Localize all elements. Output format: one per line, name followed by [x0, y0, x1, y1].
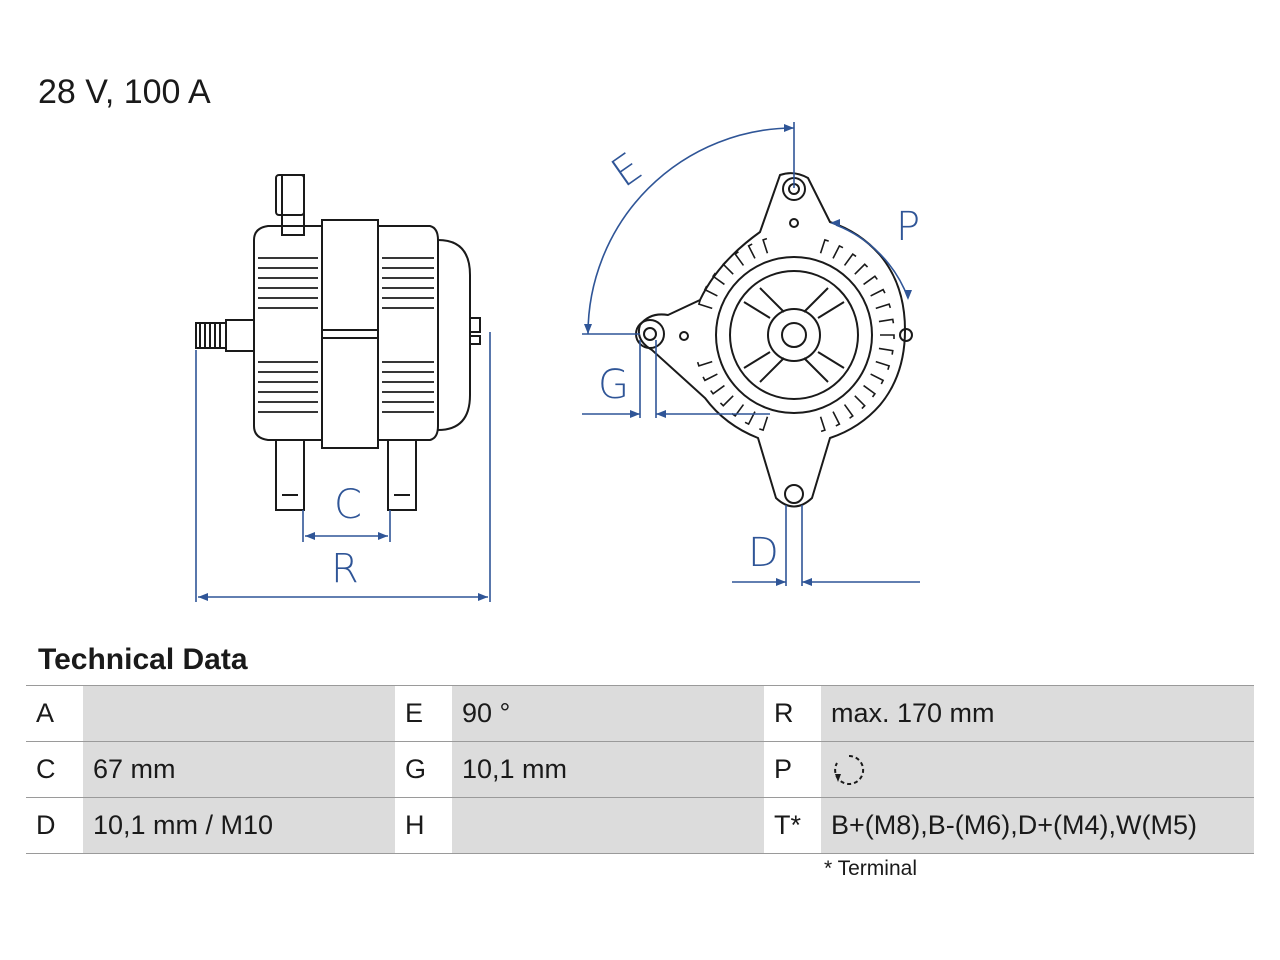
- table-row: A E 90 ° R max. 170 mm: [26, 685, 1254, 742]
- spec-value: 10,1 mm / M10: [83, 797, 395, 854]
- dimension-label-p: P: [896, 204, 920, 250]
- vent-slot: [843, 404, 854, 419]
- alternator-front-view: [635, 172, 913, 508]
- vent-slot: [832, 411, 841, 427]
- spec-key: R: [764, 685, 821, 742]
- vent-slot: [854, 395, 866, 410]
- table-row: C 67 mm G 10,1 mm P: [26, 741, 1254, 798]
- side-view-dimensions: [195, 332, 491, 602]
- vent-slot: [878, 318, 895, 324]
- spec-value: [452, 797, 764, 854]
- spec-value: B+(M8),B-(M6),D+(M4),W(M5): [821, 797, 1254, 854]
- vent-slot: [870, 288, 886, 297]
- spec-key: H: [395, 797, 452, 854]
- vent-slot: [875, 303, 892, 310]
- alternator-side-view: [195, 174, 481, 511]
- spec-key: G: [395, 741, 452, 798]
- vent-slot: [697, 300, 713, 310]
- vent-slot: [747, 243, 756, 259]
- clockwise-rotation-icon: [834, 754, 865, 785]
- spec-key: E: [395, 685, 452, 742]
- spec-key: A: [26, 685, 83, 742]
- dimension-label-e: E: [603, 144, 650, 196]
- alternator-drawing: C R: [195, 122, 920, 602]
- vent-slot: [875, 360, 891, 370]
- vent-slot: [696, 360, 713, 367]
- dimension-label-r: R: [331, 546, 359, 592]
- vent-slot: [762, 237, 769, 254]
- vent-slot: [734, 251, 745, 266]
- spec-key: T*: [764, 797, 821, 854]
- spec-value: 90 °: [452, 685, 764, 742]
- vent-slot: [878, 347, 894, 355]
- dimension-label-g: G: [598, 362, 629, 408]
- vent-slot: [719, 395, 734, 407]
- vent-slot: [863, 275, 878, 286]
- vent-slot: [759, 416, 769, 432]
- spec-key: D: [26, 797, 83, 854]
- dimension-label-d: D: [748, 530, 779, 576]
- terminal-footnote: * Terminal: [824, 857, 917, 880]
- spec-value: [821, 741, 1254, 798]
- vent-slot: [722, 260, 734, 275]
- vent-slot: [843, 252, 857, 266]
- vent-slot: [854, 263, 869, 275]
- vent-slot: [819, 238, 829, 254]
- spec-value: 10,1 mm: [452, 741, 764, 798]
- dimension-label-c: C: [334, 482, 362, 528]
- vent-slot: [870, 373, 885, 385]
- vent-slot: [702, 373, 718, 382]
- front-view-dimensions: [582, 122, 920, 586]
- vent-slot: [744, 411, 756, 426]
- spec-key: C: [26, 741, 83, 798]
- product-title: 28 V, 100 A: [38, 73, 211, 111]
- vent-slot: [710, 384, 725, 395]
- vent-slot: [711, 272, 725, 286]
- vent-slot: [703, 285, 718, 297]
- vent-slot: [863, 384, 877, 398]
- spec-value: [83, 685, 395, 742]
- table-row: D 10,1 mm / M10 H T* B+(M8),B-(M6),D+(M4…: [26, 797, 1254, 854]
- technical-data-table: A E 90 ° R max. 170 mm C 67 mm G 10,1 mm…: [26, 685, 1254, 854]
- section-title: Technical Data: [38, 643, 248, 676]
- vent-slot: [880, 334, 895, 339]
- spec-value: 67 mm: [83, 741, 395, 798]
- spec-value: max. 170 mm: [821, 685, 1254, 742]
- vent-slot: [832, 244, 844, 259]
- vent-slot: [819, 416, 826, 433]
- spec-key: P: [764, 741, 821, 798]
